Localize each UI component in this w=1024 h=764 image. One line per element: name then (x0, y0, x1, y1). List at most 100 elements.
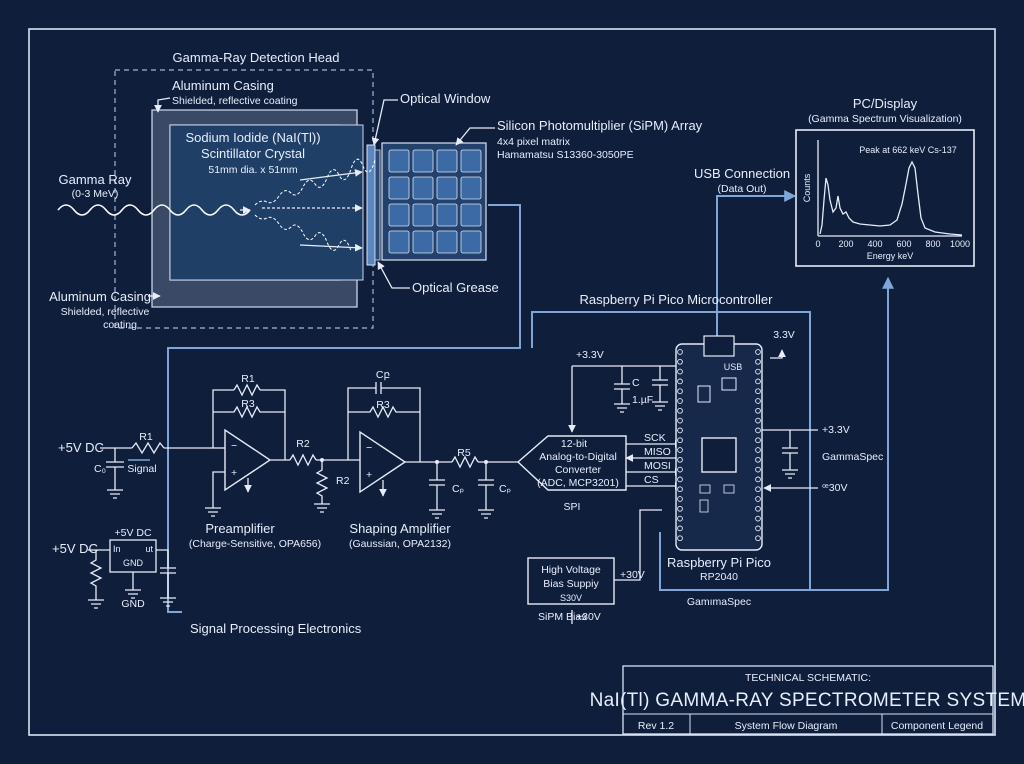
scintillator-crystal (169, 124, 364, 281)
decoupling-cap-1 (614, 366, 630, 404)
cap-label: C (632, 377, 640, 389)
spi-pin-miso: MISO (644, 446, 671, 458)
adc-line-3: Converter (555, 464, 602, 476)
pico-board-name: Raspberry Pi Pico (667, 555, 771, 570)
preamp-r3-resistor (213, 405, 285, 419)
hv-bias-supply: High Voltage Bias Suppiy S30V +30V SiPM … (527, 509, 662, 624)
shaping-opamp (359, 430, 407, 494)
signal-label: Signal (127, 463, 156, 475)
pico-usb-connector (703, 335, 735, 357)
pico-pin (755, 378, 761, 385)
adc-body (516, 435, 627, 491)
regulator-gnd-pin: GND (123, 558, 144, 568)
title-block-title: NaI(Tl) GAMMA-RAY SPECTROMETER SYSTEM (590, 690, 1024, 711)
pico-pin (677, 358, 683, 365)
sipm-pixel (388, 176, 410, 200)
mcu-section-title: Raspberry Pi Pico Microcontroller (580, 292, 774, 307)
hv-output-label: +30V (620, 569, 645, 581)
cf-label: Cբ (376, 369, 391, 381)
spectrum-plot: Peak at 662 keV Cs-137 Counts 0 200 400 … (802, 140, 970, 261)
pico-pin (755, 358, 761, 365)
sipm-title: Silicon Photomultiplier (SiPM) Array (497, 118, 703, 133)
spectrum-xlabel: Energy keV (867, 251, 914, 261)
photon-path-2 (254, 214, 352, 252)
pico-pin (677, 515, 683, 522)
adc-line-2: Analog-to-Digital (539, 451, 617, 463)
sipm-pixel (460, 230, 482, 254)
r5-label: R5 (457, 447, 471, 459)
ground-symbol-6 (88, 599, 104, 609)
spectrum-curve (819, 160, 963, 236)
cp1-capacitor (429, 462, 445, 510)
pico-pin (677, 466, 683, 473)
display-frame (795, 129, 975, 267)
pico-pin (677, 486, 683, 493)
crystal-line-3: 51mm dia. x 51mm (208, 164, 298, 176)
usb-subtitle: (Data Out) (717, 183, 766, 195)
v33-right-label: +3.3V (822, 424, 850, 436)
pico-pin (755, 496, 761, 502)
shaper-r3-resistor (348, 405, 420, 419)
shaper-fb-left (347, 387, 376, 460)
pico-pin (755, 407, 761, 414)
node-dot-1 (320, 458, 324, 462)
pico-pin (677, 476, 683, 483)
hv-line-1: High Voltage (541, 564, 601, 576)
pico-component-1 (699, 484, 711, 494)
right-decoupling-cap (782, 430, 798, 470)
shaper-fb-right (381, 387, 421, 462)
tick-400: 400 (867, 239, 882, 249)
spi-pin-sck: SCK (644, 432, 666, 444)
sipm-pixel (388, 230, 410, 254)
preamp-fb-right (260, 389, 286, 460)
pico-pin (677, 378, 683, 385)
pico-pin (755, 505, 761, 512)
gamma-ray-wave (57, 204, 251, 216)
pico-pin (677, 398, 683, 404)
pico-chip-name: RP2040 (700, 571, 738, 583)
v33-top-label: 3.3V (773, 329, 795, 341)
r5-resistor (451, 455, 479, 469)
pico-pin (755, 427, 761, 434)
v33-out-arrow (770, 349, 786, 359)
optical-grease-label: Optical Grease (412, 280, 499, 295)
casing-top-subtitle: Shielded, reflective coating (172, 95, 298, 107)
outer-border (28, 28, 996, 736)
preamp-r1-label: R1 (241, 373, 255, 385)
pico-pin-headers (677, 349, 761, 542)
hv-line-3: S30V (560, 593, 582, 603)
pico-pin (677, 388, 683, 395)
pico-pin (677, 535, 683, 542)
hv-output-wire (614, 509, 662, 581)
pico-pin (677, 456, 683, 463)
photon-arrow-2 (299, 243, 363, 252)
cp2-capacitor (478, 462, 494, 510)
sipm-pixel (460, 176, 482, 200)
analog-front-end: +5V DC R1 C₀ Signal − + R1 R3 R2 R2 (52, 369, 518, 610)
regulator-input-label: +5V DC (52, 541, 98, 556)
adc-block: 12-bit Analog-to-Digital Converter (ADC,… (516, 349, 683, 513)
preamp-minus: − (231, 440, 237, 452)
pico-pin (677, 447, 683, 453)
bootsel-button (697, 385, 711, 403)
sipm-signal-line (167, 204, 521, 613)
casing-bottom-subtitle-2: coating (103, 319, 137, 331)
gammaspec-bottom-label: GamımaSpec (687, 596, 751, 608)
sipm-pixel (436, 230, 458, 254)
crystal-line-1: Sodium Iodide (NaI(Tl)) (185, 130, 320, 145)
shaper-plus: + (366, 469, 372, 481)
sipm-pixel (412, 149, 434, 173)
sipm-pixel (412, 176, 434, 200)
ground-symbol-5 (478, 509, 494, 519)
pico-pin (677, 368, 683, 375)
sipm-pixel (412, 203, 434, 227)
mcu-section-outline (531, 311, 811, 591)
ground-symbol-1 (107, 489, 123, 499)
spi-pin-cs: CS (644, 474, 659, 486)
adc-line-1: 12-bit (561, 438, 587, 450)
pc-display: PC/Display (Gamma Spectrum Visualization… (795, 96, 975, 267)
peak-label: Peak at 662 keV Cs-137 (859, 145, 957, 155)
r1-resistor (131, 441, 165, 455)
preamp-subtitle: (Charge-Sensitive, OPA656) (189, 538, 321, 550)
